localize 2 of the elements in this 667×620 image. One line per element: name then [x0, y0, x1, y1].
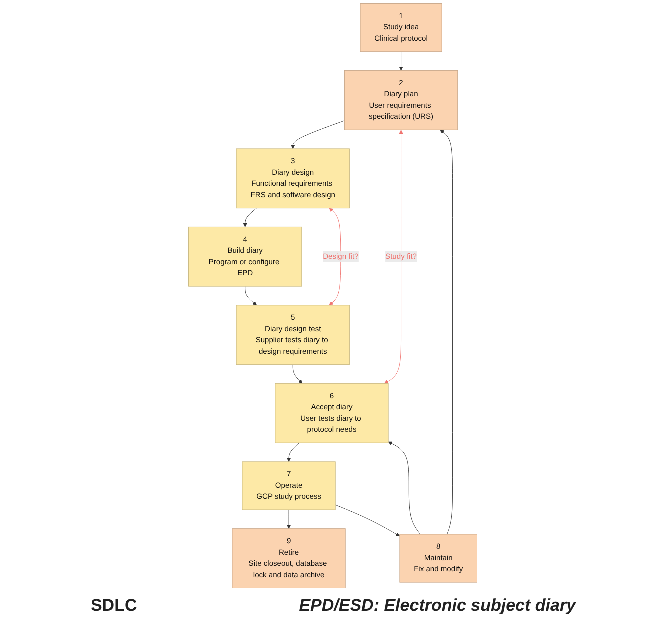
note-text: SDLC	[90, 596, 138, 616]
note-text: EPD/ESD: Electronic subject diary	[299, 596, 576, 616]
